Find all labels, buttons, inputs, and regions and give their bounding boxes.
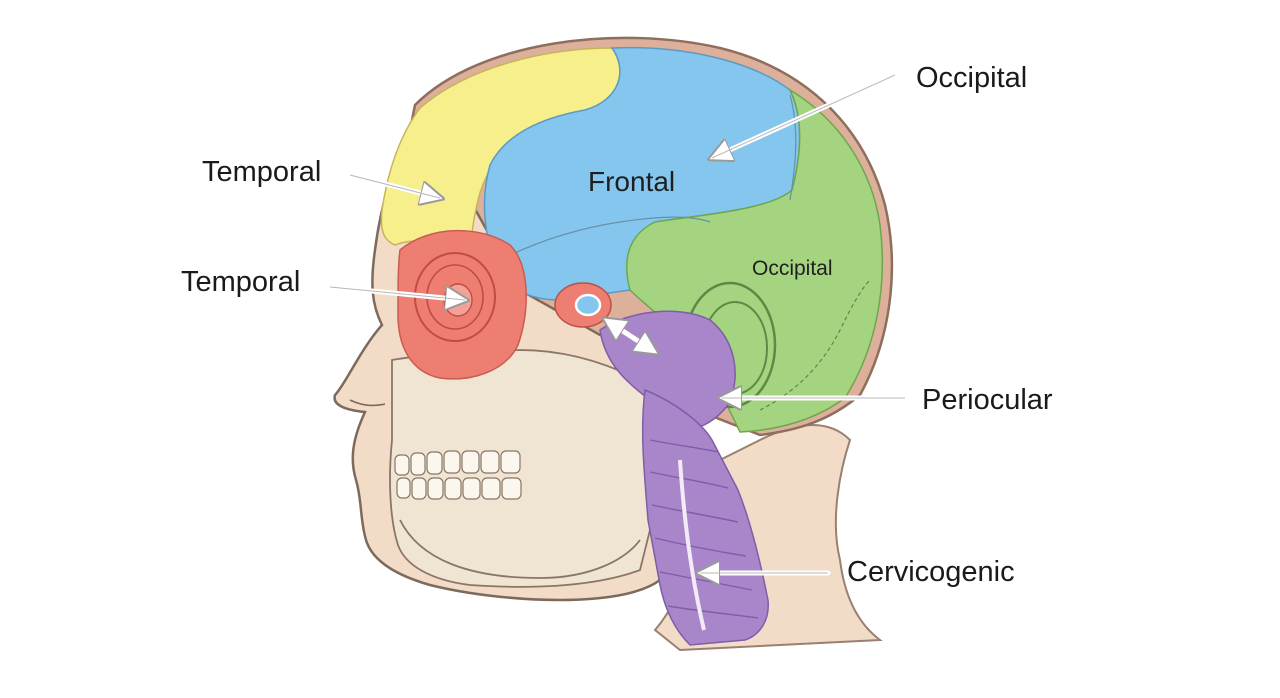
teeth [394, 450, 522, 500]
spine-column [641, 388, 769, 646]
periocular-center [574, 293, 602, 317]
region-yellow [380, 47, 621, 273]
label-cervicogenic: Cervicogenic [847, 556, 1015, 588]
arrow-periocular-double [606, 320, 655, 352]
suture-line [759, 279, 871, 411]
label-temporal-lower: Temporal [181, 266, 301, 298]
vertebrae-lines [649, 439, 759, 619]
suture-line [499, 216, 711, 261]
callout-arrow-outlines [329, 74, 905, 574]
label-occipital-region: Occipital [752, 257, 833, 280]
label-periocular: Periocular [922, 384, 1053, 416]
spinal-canal [678, 459, 706, 631]
label-temporal-upper: Temporal [202, 156, 322, 188]
label-occipital-callout: Occipital [916, 62, 1028, 94]
label-frontal-region: Frontal [588, 166, 676, 197]
jaw-line [399, 519, 641, 579]
nostril [349, 399, 386, 407]
suture-line [789, 94, 797, 201]
